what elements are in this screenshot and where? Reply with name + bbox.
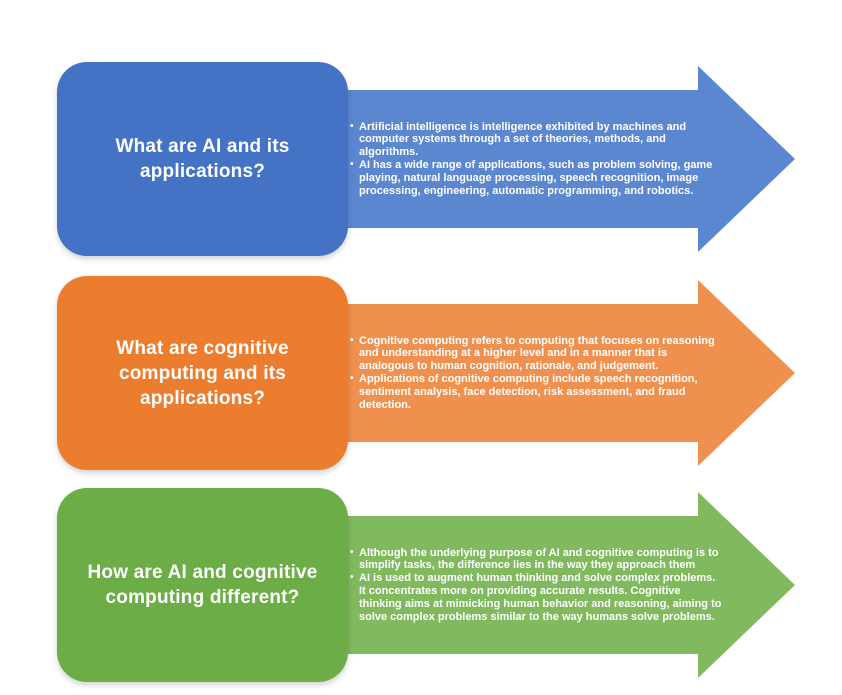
bullet-item: Applications of cognitive computing incl… [350, 373, 722, 411]
question-card: What are AI and its applications? [57, 62, 348, 256]
question-text: What are AI and its applications? [115, 136, 290, 182]
bullet-item: Cognitive computing refers to computing … [350, 335, 722, 373]
answer-bullets: Artificial intelligence is intelligence … [350, 90, 722, 228]
answer-bullets: Cognitive computing refers to computing … [350, 304, 722, 442]
arrow-shaft [330, 304, 700, 442]
question-card: What are cognitive computing and its app… [57, 276, 348, 470]
answer-bullets: Although the underlying purpose of AI an… [350, 516, 722, 654]
bullet-item: AI is used to augment human thinking and… [350, 572, 722, 623]
bullet-item: Artificial intelligence is intelligence … [350, 121, 722, 159]
question-text: How are AI and cognitive computing diffe… [87, 562, 318, 608]
arrow-head-icon [698, 66, 795, 252]
arrow-head-icon [698, 280, 795, 466]
bullet-item: AI has a wide range of applications, suc… [350, 159, 722, 197]
question-card: How are AI and cognitive computing diffe… [57, 488, 348, 682]
arrow-shaft [330, 90, 700, 228]
bullet-item: Although the underlying purpose of AI an… [350, 547, 722, 573]
arrow-head-icon [698, 492, 795, 678]
arrow-shaft [330, 516, 700, 654]
question-text: What are cognitive computing and its app… [116, 337, 289, 409]
